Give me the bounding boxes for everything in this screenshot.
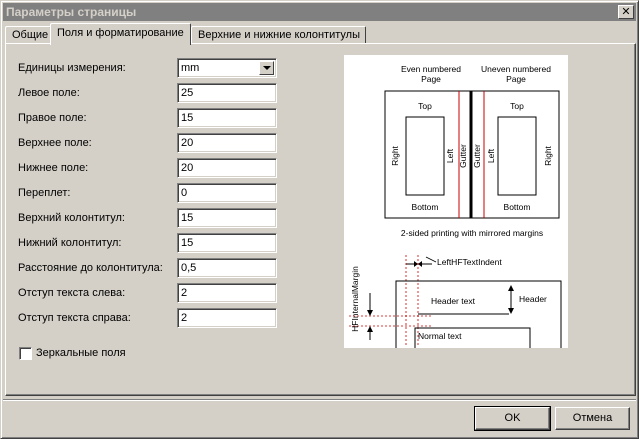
normal-text-area [414, 327, 531, 348]
close-button[interactable]: ✕ [618, 5, 634, 19]
right-margin-label: Правое поле: [18, 112, 87, 124]
header-margin-input[interactable]: 15 [177, 208, 277, 228]
gutter-input[interactable]: 0 [177, 183, 277, 203]
left-margin-input[interactable]: 25 [177, 83, 277, 103]
header-text-label: Header text [431, 296, 476, 306]
header-arrow-up-icon [508, 285, 514, 291]
header-distance-input[interactable]: 0,5 [177, 258, 277, 278]
cancel-button[interactable]: Отмена [555, 407, 630, 430]
uneven-gutter-label: Gutter [472, 144, 482, 168]
units-label: Единицы измерения: [18, 62, 126, 74]
title-bar: Параметры страницы ✕ [3, 3, 636, 21]
tab-headers-footers[interactable]: Верхние и нижние колонтитулы [191, 26, 366, 44]
uneven-page-label-2: Page [506, 74, 526, 84]
hf-internal-margin-label: HFInternalMargin [350, 266, 360, 332]
even-bottom-label: Bottom [412, 202, 439, 212]
even-text-area [405, 116, 445, 196]
header-label: Header [519, 294, 547, 304]
text-indent-left-input[interactable]: 2 [177, 283, 277, 303]
footer-margin-label: Нижний колонтитул: [18, 237, 122, 249]
units-select[interactable]: mm [177, 58, 277, 78]
chevron-down-icon[interactable] [259, 61, 274, 75]
header-margin-label: Верхний колонтитул: [18, 212, 125, 224]
even-page-label-2: Page [421, 74, 441, 84]
text-indent-left-label: Отступ текста слева: [18, 287, 126, 299]
uneven-page-label-1: Uneven numbered [481, 64, 551, 74]
arrow-up-icon [367, 326, 373, 332]
uneven-left-label: Left [486, 148, 496, 163]
tab-panel: Единицы измерения: mm Левое поле: 25 Пра… [5, 43, 636, 396]
arrow-left-icon [418, 261, 422, 267]
uneven-text-area [497, 116, 537, 196]
mirror-margins-label: Зеркальные поля [36, 347, 126, 359]
page-detail-outline [395, 280, 562, 348]
indent-pointer [425, 256, 437, 263]
right-margin-input[interactable]: 15 [177, 108, 277, 128]
left-margin-label: Левое поле: [18, 87, 80, 99]
header-distance-label: Расстояние до колонтитула: [18, 262, 163, 274]
ok-button[interactable]: OK [474, 406, 551, 431]
tab-general[interactable]: Общие [5, 26, 51, 44]
uneven-right-label: Right [543, 145, 553, 165]
even-right-label: Right [390, 145, 400, 165]
uneven-top-label: Top [510, 101, 524, 111]
even-gutter-label: Gutter [458, 144, 468, 168]
even-page-label-1: Even numbered [401, 64, 461, 74]
bottom-margin-input[interactable]: 20 [177, 158, 277, 178]
arrow-right-icon [414, 261, 418, 267]
gutter-label: Переплет: [18, 187, 71, 199]
mirror-margins-checkbox[interactable] [19, 347, 32, 360]
top-margin-input[interactable]: 20 [177, 133, 277, 153]
mirrored-caption: 2-sided printing with mirrored margins [401, 228, 543, 238]
header-arrow-down-icon [508, 308, 514, 314]
bottom-margin-label: Нижнее поле: [18, 162, 89, 174]
units-value: mm [181, 62, 200, 74]
text-indent-right-label: Отступ текста справа: [18, 312, 131, 324]
tab-margins-formatting[interactable]: Поля и форматирование [50, 23, 191, 45]
text-indent-right-input[interactable]: 2 [177, 308, 277, 328]
button-divider [3, 399, 636, 401]
arrow-down-icon [367, 310, 373, 316]
uneven-bottom-label: Bottom [504, 202, 531, 212]
left-hf-text-indent-label: LeftHFTextIndent [437, 257, 502, 267]
normal-text-label: Normal text [418, 331, 462, 341]
even-left-label: Left [445, 148, 455, 163]
margins-preview: Even numbered Page Uneven numbered Page … [344, 55, 568, 348]
even-top-label: Top [418, 101, 432, 111]
footer-margin-input[interactable]: 15 [177, 233, 277, 253]
top-margin-label: Верхнее поле: [18, 137, 92, 149]
window-title: Параметры страницы [6, 5, 137, 19]
